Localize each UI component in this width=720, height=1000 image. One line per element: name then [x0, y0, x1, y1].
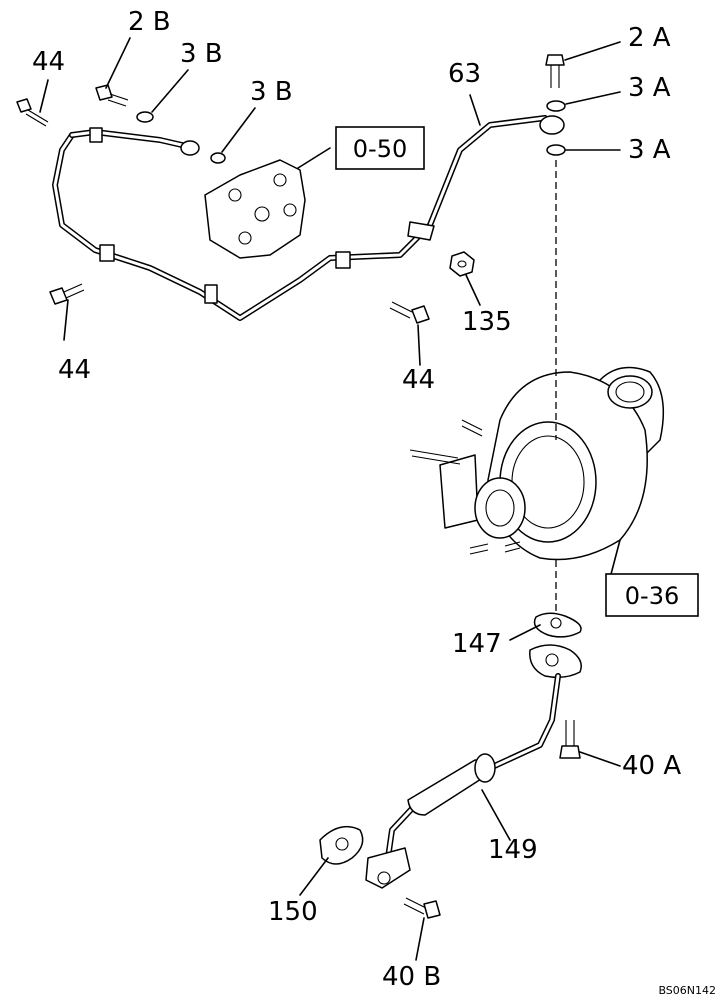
bolt-44-left — [49, 283, 85, 305]
ref-label-036: 0-36 — [625, 582, 679, 610]
oil-pump-housing — [204, 159, 306, 259]
turbocharger — [409, 366, 665, 561]
washer-3b-top — [136, 111, 154, 123]
bolt-2b — [95, 84, 129, 107]
label-40b: 40 B — [382, 962, 441, 992]
washer-3a-bottom — [546, 144, 566, 156]
nut-135 — [449, 251, 475, 277]
label-150: 150 — [268, 897, 318, 927]
label-3b-top: 3 B — [180, 39, 223, 69]
drawing-code: BS06N142 — [658, 984, 716, 997]
bolt-44-mid — [389, 301, 430, 324]
washer-3b-mid — [210, 152, 226, 164]
oil-return-pipe — [365, 644, 582, 889]
label-149: 149 — [488, 835, 538, 865]
label-2b: 2 B — [128, 7, 171, 37]
bolt-44-topleft — [16, 98, 49, 127]
bolt-40b — [403, 897, 441, 919]
oil-feed-pipe — [52, 115, 565, 321]
label-63: 63 — [448, 59, 481, 89]
label-3a-bottom: 3 A — [628, 135, 671, 165]
label-44-left: 44 — [58, 355, 91, 385]
label-3b-mid: 3 B — [250, 77, 293, 107]
gasket-147 — [533, 612, 582, 638]
bolt-40a — [559, 720, 581, 759]
label-44-topleft: 44 — [32, 47, 65, 77]
ref-box-036 — [605, 573, 699, 617]
label-2a: 2 A — [628, 23, 671, 53]
ref-label-050: 0-50 — [353, 135, 407, 163]
gasket-150 — [319, 825, 364, 865]
label-44-mid: 44 — [402, 365, 435, 395]
label-3a-top: 3 A — [628, 73, 671, 103]
label-40a: 40 A — [622, 751, 681, 781]
ref-box-050 — [335, 126, 425, 170]
washer-3a-top — [546, 100, 566, 112]
leader-lines — [39, 37, 621, 961]
label-147: 147 — [452, 629, 502, 659]
label-135: 135 — [462, 307, 512, 337]
bolt-2a — [545, 54, 565, 88]
